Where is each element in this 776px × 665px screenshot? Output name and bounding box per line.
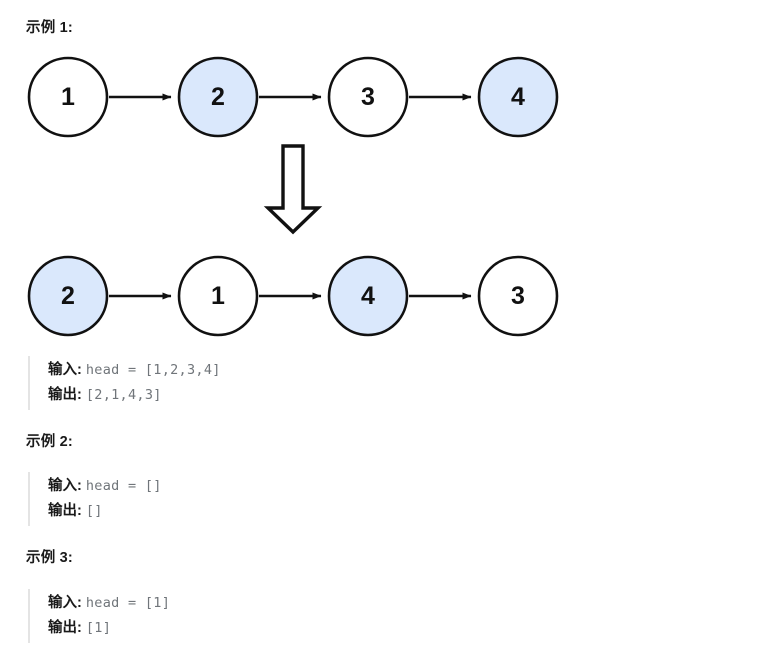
output-line: 输出:[] bbox=[48, 499, 162, 524]
node-value: 4 bbox=[511, 83, 525, 111]
input-linked-list: 1 2 3 4 bbox=[27, 56, 559, 138]
input-line: 输入:head = [] bbox=[48, 474, 162, 499]
list-node: 1 bbox=[27, 56, 109, 138]
input-line: 输入:head = [1] bbox=[48, 591, 170, 616]
node-value: 2 bbox=[211, 83, 225, 111]
output-linked-list: 2 1 4 3 bbox=[27, 255, 559, 337]
input-value: head = [1] bbox=[85, 595, 171, 611]
output-line: 输出:[2,1,4,3] bbox=[48, 383, 221, 408]
node-value: 1 bbox=[211, 282, 225, 310]
example-1-heading: 示例 1: bbox=[26, 20, 73, 36]
list-node: 2 bbox=[177, 56, 259, 138]
down-arrow-icon bbox=[263, 144, 323, 235]
input-value: head = [1,2,3,4] bbox=[85, 362, 221, 378]
example-2-heading: 示例 2: bbox=[26, 434, 73, 450]
swap-pairs-diagram: 1 2 3 4 bbox=[0, 40, 776, 340]
node-value: 3 bbox=[511, 282, 525, 310]
node-value: 3 bbox=[361, 83, 375, 111]
output-label: 输出: bbox=[48, 387, 82, 403]
input-line: 输入:head = [1,2,3,4] bbox=[48, 358, 221, 383]
input-label: 输入: bbox=[48, 478, 82, 494]
list-node: 4 bbox=[327, 255, 409, 337]
output-label: 输出: bbox=[48, 620, 82, 636]
list-node: 3 bbox=[477, 255, 559, 337]
example-3-io-block: 输入:head = [1] 输出:[1] bbox=[28, 589, 170, 643]
input-value: head = [] bbox=[85, 478, 162, 494]
list-node: 2 bbox=[27, 255, 109, 337]
output-line: 输出:[1] bbox=[48, 616, 170, 641]
example-1-io-block: 输入:head = [1,2,3,4] 输出:[2,1,4,3] bbox=[28, 356, 221, 410]
example-3-heading: 示例 3: bbox=[26, 550, 73, 566]
output-value: [1] bbox=[85, 620, 112, 636]
output-label: 输出: bbox=[48, 503, 82, 519]
output-value: [] bbox=[85, 503, 103, 519]
input-label: 输入: bbox=[48, 595, 82, 611]
list-node: 1 bbox=[177, 255, 259, 337]
node-value: 4 bbox=[361, 282, 375, 310]
example-2-io-block: 输入:head = [] 输出:[] bbox=[28, 472, 162, 526]
node-value: 1 bbox=[61, 83, 75, 111]
input-label: 输入: bbox=[48, 362, 82, 378]
list-node: 3 bbox=[327, 56, 409, 138]
output-value: [2,1,4,3] bbox=[85, 387, 162, 403]
node-value: 2 bbox=[61, 282, 75, 310]
list-node: 4 bbox=[477, 56, 559, 138]
